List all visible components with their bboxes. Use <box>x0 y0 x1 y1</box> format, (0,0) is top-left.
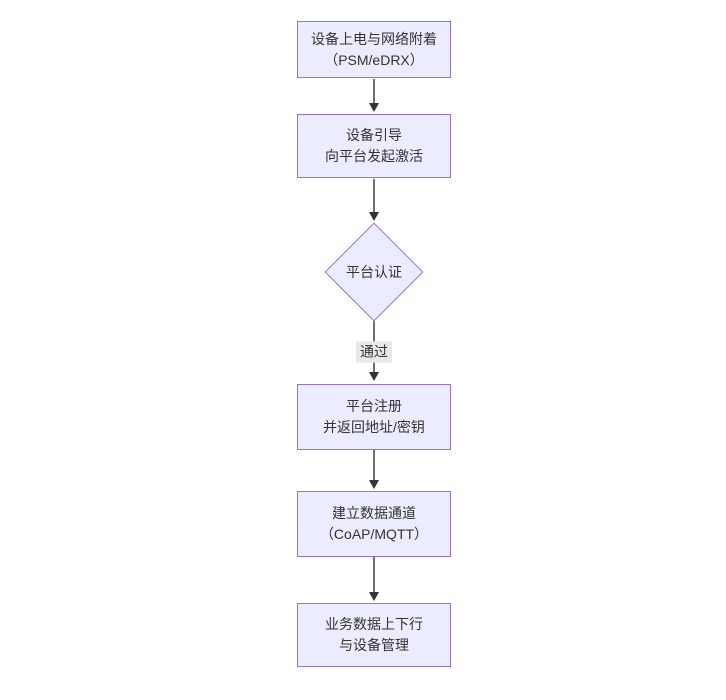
node-text-line: 平台认证 <box>346 263 402 280</box>
node-business: 业务数据上下行 与设备管理 <box>297 603 451 667</box>
arrow-bootstrap-to-auth <box>369 179 379 221</box>
node-text-line: 平台注册 <box>346 398 402 414</box>
node-text-line: （CoAP/MQTT） <box>319 526 429 542</box>
node-power-on: 设备上电与网络附着 （PSM/eDRX） <box>297 21 451 78</box>
node-text-line: 建立数据通道 <box>332 505 416 521</box>
node-auth-decision: 平台认证 <box>324 222 424 322</box>
node-text-line: 与设备管理 <box>339 637 409 653</box>
node-text-line: 设备引导 <box>346 127 402 143</box>
node-text-line: 向平台发起激活 <box>325 148 423 164</box>
node-text-line: 并返回地址/密钥 <box>323 419 425 435</box>
edge-label-pass: 通过 <box>356 341 392 363</box>
node-register: 平台注册 并返回地址/密钥 <box>297 384 451 450</box>
node-text-line: 设备上电与网络附着 <box>311 30 437 47</box>
node-channel: 建立数据通道 （CoAP/MQTT） <box>297 491 451 557</box>
node-text-line: （PSM/eDRX） <box>324 51 424 68</box>
arrow-channel-to-business <box>369 557 379 601</box>
node-bootstrap: 设备引导 向平台发起激活 <box>297 114 451 178</box>
arrow-power-to-bootstrap <box>369 79 379 112</box>
node-text-line: 业务数据上下行 <box>325 616 423 632</box>
arrow-register-to-channel <box>369 450 379 489</box>
